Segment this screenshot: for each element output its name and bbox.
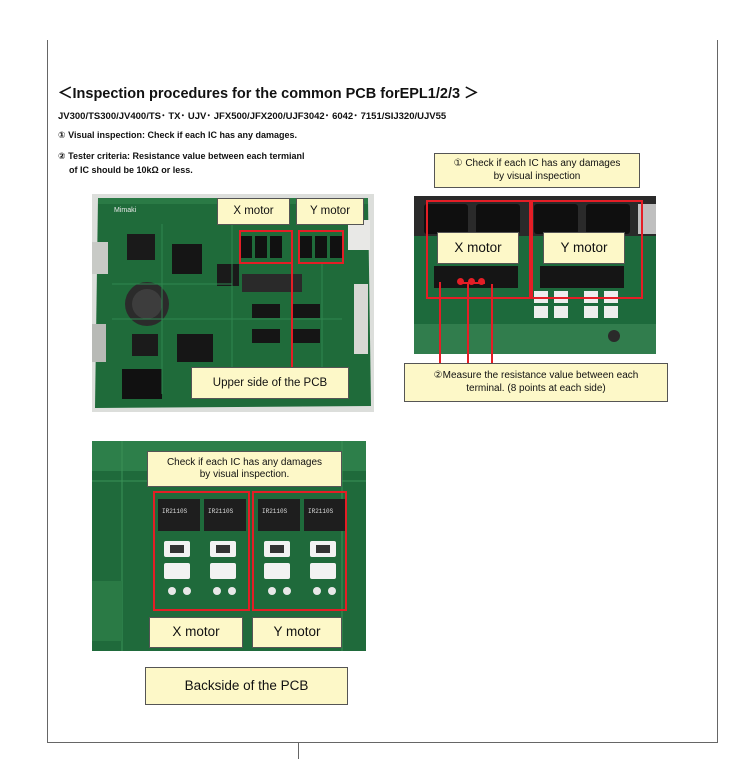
x-motor-highlight-top-right <box>426 200 531 299</box>
step-visual-inspection: ① Visual inspection: Check if each IC ha… <box>58 130 298 140</box>
y-motor-label-top-left: Y motor <box>296 198 364 225</box>
x-motor-label-backside: X motor <box>149 617 243 648</box>
measure-line-connector <box>459 282 485 284</box>
measure-point-1 <box>457 278 464 285</box>
page-bottom-border <box>47 742 718 743</box>
svg-text:IR2110S: IR2110S <box>262 508 288 515</box>
measure-line-2 <box>467 284 469 364</box>
pcb-logo-text: Mimaki <box>114 207 137 214</box>
svg-text:IR2110S: IR2110S <box>308 508 334 515</box>
measure-point-2 <box>468 278 475 285</box>
pointer-line-upper-side <box>291 262 293 367</box>
step-tester-criteria-cont: of IC should be 10kΩ or less. <box>69 165 193 175</box>
measure-line-3 <box>491 284 493 364</box>
y-motor-highlight-top-right <box>531 200 643 299</box>
model-list: JV300/TS300/JV400/TS･ TX･ UJV･ JFX500/JF… <box>58 111 447 122</box>
measure-point-3 <box>478 278 485 285</box>
page-right-border <box>717 40 718 743</box>
y-motor-label-backside: Y motor <box>252 617 342 648</box>
measure-resistance-callout: ②Measure the resistance value between ea… <box>404 363 668 402</box>
x-motor-highlight-backside <box>153 491 250 611</box>
page-center-tick <box>298 742 299 759</box>
x-motor-label-top-right: X motor <box>437 232 519 264</box>
step-tester-criteria: ② Tester criteria: Resistance value betw… <box>58 151 305 161</box>
check-ic-callout-backside: Check if each IC has any damages by visu… <box>147 451 342 487</box>
backside-caption: Backside of the PCB <box>145 667 348 705</box>
page-title: ＜Inspection procedures for the common PC… <box>58 86 479 102</box>
y-motor-label-top-right: Y motor <box>543 232 625 264</box>
x-motor-highlight-top-left <box>239 230 293 264</box>
y-motor-highlight-backside <box>252 491 347 611</box>
measure-line-1 <box>439 282 441 364</box>
svg-text:IR2110S: IR2110S <box>162 508 188 515</box>
page-left-border <box>47 40 48 743</box>
svg-text:IR2110S: IR2110S <box>208 508 234 515</box>
check-ic-callout-top-right: ① Check if each IC has any damages by vi… <box>434 153 640 188</box>
upper-side-caption: Upper side of the PCB <box>191 367 349 399</box>
y-motor-highlight-top-left <box>298 230 344 264</box>
ic-closeup-photo <box>414 196 656 354</box>
x-motor-label-top-left: X motor <box>217 198 290 225</box>
